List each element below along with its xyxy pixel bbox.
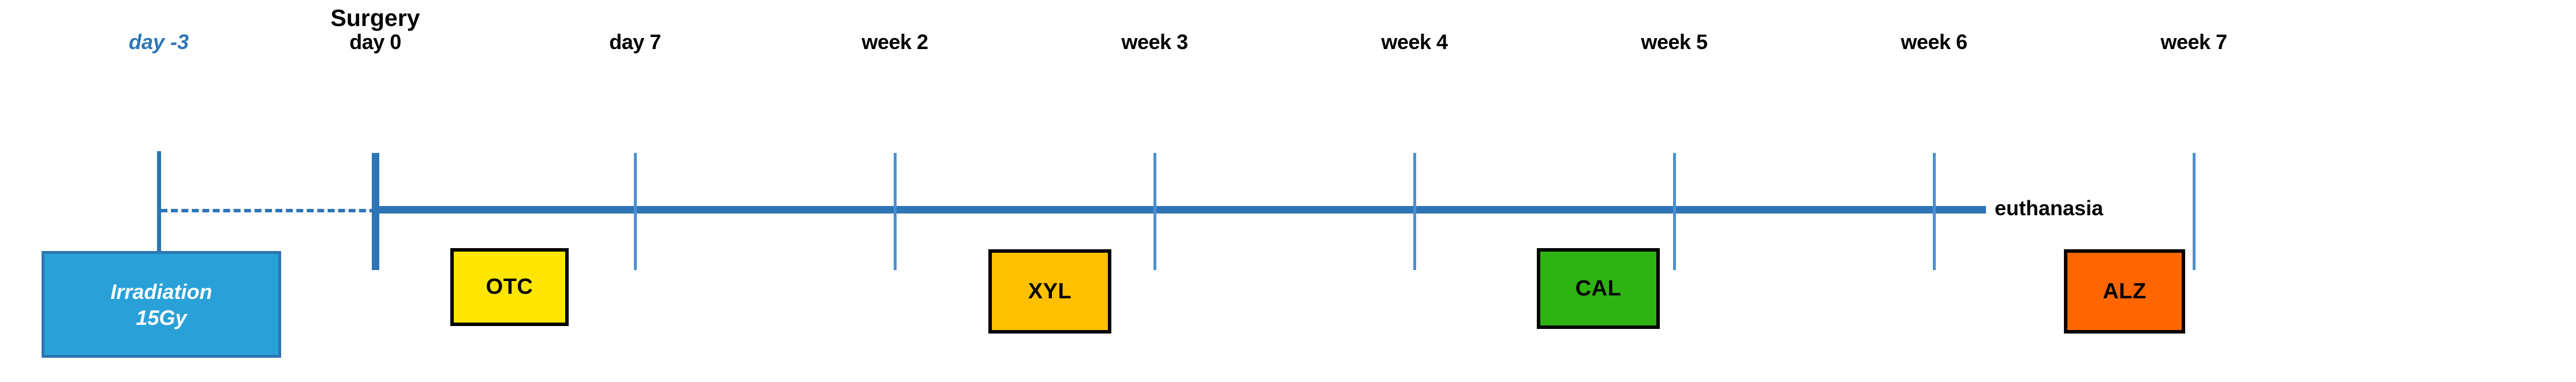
pre-phase-dashed-link xyxy=(160,209,376,212)
irradiation-box: Irradiation 15Gy xyxy=(42,251,281,358)
tick-label-1: day 7 xyxy=(609,30,661,54)
tick-label-6: week 6 xyxy=(1901,30,1968,54)
timeline-tick-2 xyxy=(894,153,897,270)
timeline-tick-3 xyxy=(1153,153,1156,270)
timeline-tick-7 xyxy=(2193,153,2196,270)
pre-phase-time-label: day -3 xyxy=(128,30,189,54)
marker-box-xyl: XYL xyxy=(988,249,1111,334)
marker-box-otc: OTC xyxy=(450,248,569,326)
timeline-tick-0 xyxy=(372,153,379,270)
pre-phase-connector-line xyxy=(157,151,161,252)
timeline-tick-5 xyxy=(1673,153,1676,270)
surgery-title: Surgery xyxy=(330,5,420,31)
endpoint-label: euthanasia xyxy=(1995,196,2104,220)
irradiation-line-1: Irradiation xyxy=(110,279,212,304)
marker-box-cal: CAL xyxy=(1537,248,1660,329)
timeline-tick-4 xyxy=(1413,153,1416,270)
timeline-tick-1 xyxy=(634,153,637,270)
irradiation-line-2: 15Gy xyxy=(136,305,187,329)
timeline-axis xyxy=(375,206,1986,214)
marker-box-alz: ALZ xyxy=(2064,249,2185,334)
tick-label-5: week 5 xyxy=(1641,30,1708,54)
timeline-tick-6 xyxy=(1933,153,1936,270)
tick-label-2: week 2 xyxy=(861,30,928,54)
tick-label-0: day 0 xyxy=(349,30,401,54)
tick-label-4: week 4 xyxy=(1381,30,1448,54)
tick-label-3: week 3 xyxy=(1121,30,1188,54)
tick-label-7: week 7 xyxy=(2160,30,2227,54)
